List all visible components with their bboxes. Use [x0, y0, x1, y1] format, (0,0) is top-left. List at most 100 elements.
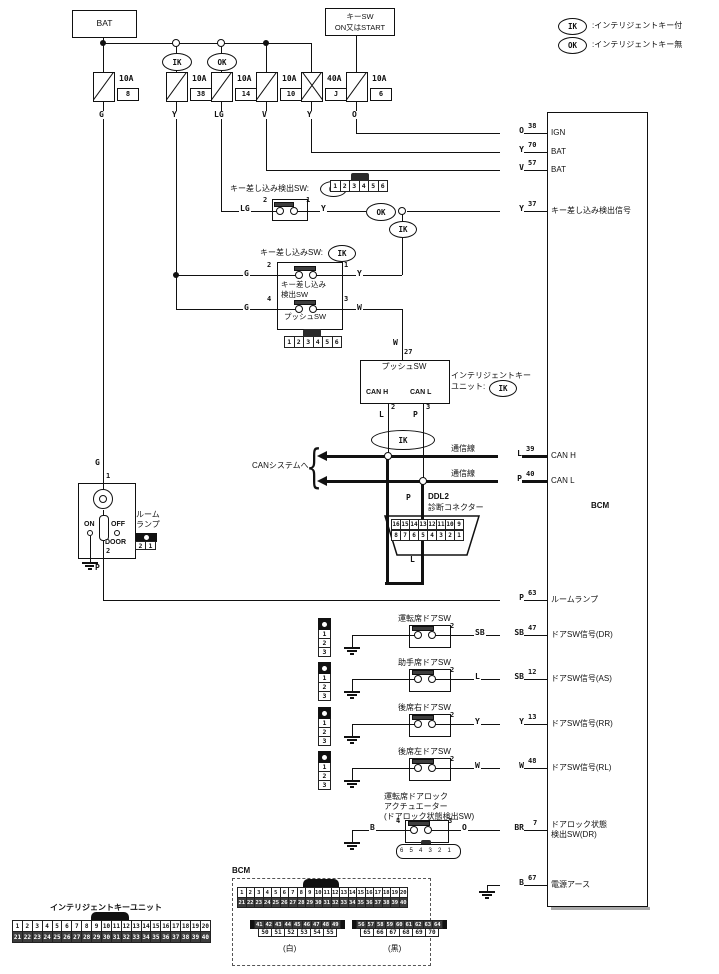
- wire-segment: [103, 539, 105, 557]
- battery-label: BAT: [96, 18, 113, 28]
- ik-tag: IK: [558, 18, 587, 35]
- junction-dot: [263, 40, 269, 46]
- lamp-element: [99, 515, 109, 541]
- wire-segment: [176, 100, 178, 309]
- fuse-icon: [93, 72, 115, 102]
- pin-signal: CAN H: [551, 451, 576, 460]
- bcm-name: BCM: [591, 501, 610, 510]
- fuse-icon: [166, 72, 188, 102]
- ok-tag: OK: [366, 203, 396, 221]
- switch-name: 検出SW: [281, 290, 309, 299]
- comm-line-label: 通信線: [451, 444, 475, 454]
- wire-color: Y: [500, 205, 524, 213]
- actuator-title: アクチュエーター: [384, 802, 448, 811]
- pin-signal: ドアSW信号(RL): [551, 763, 612, 772]
- pin-signal: ドアSW信号(DR): [551, 630, 613, 639]
- unit-side-label: インテリジェントキー: [451, 371, 531, 380]
- wire-color: SB: [500, 673, 524, 681]
- wire-color: Y: [356, 269, 363, 278]
- switch-bar: [408, 821, 430, 826]
- wire-color: L: [498, 450, 522, 458]
- fuse-number: 14: [235, 88, 257, 101]
- wire-segment: [386, 456, 389, 584]
- wire-segment: [103, 36, 105, 72]
- pin-number: 4: [267, 295, 272, 303]
- on-label: ON: [84, 521, 95, 528]
- arrow-left-icon: [317, 451, 327, 461]
- wire-segment: [311, 43, 313, 72]
- door-sw-title: 運転席ドアSW: [398, 614, 451, 623]
- connector-face: [135, 533, 157, 542]
- wire-color: L: [474, 672, 481, 681]
- ground-icon: [344, 780, 360, 789]
- room-lamp-name: ルーム: [136, 510, 160, 519]
- wire-color: P: [94, 563, 101, 572]
- iku-connector-label: インテリジェントキーユニット: [50, 903, 162, 912]
- wire-color: Y: [500, 718, 524, 726]
- legend-ik-text: :インテリジェントキー付: [592, 21, 683, 30]
- ground-icon: [344, 736, 360, 745]
- switch-contact: [428, 764, 436, 772]
- pin-number: 67: [528, 874, 537, 882]
- wire-segment: [352, 635, 354, 647]
- switch-name: プッシュSW: [284, 312, 327, 321]
- can-l-line: [326, 480, 547, 483]
- door-label: DOOR: [105, 539, 126, 548]
- fuse-rating: 10A: [281, 74, 298, 83]
- pin-number: 48: [528, 757, 537, 765]
- fuse-rating: 10A: [371, 74, 388, 83]
- pin-number: 1: [306, 196, 311, 204]
- fuse-rating: 10A: [191, 74, 208, 83]
- wire-segment: [352, 768, 354, 780]
- wire-color: G: [243, 303, 250, 312]
- bulb-inner: [99, 495, 107, 503]
- wire-color: W: [500, 762, 524, 770]
- wire-color: LG: [239, 204, 251, 213]
- pin-signal: ドアロック状態 検出SW(DR): [551, 820, 607, 839]
- bcm-shadow: [551, 906, 650, 910]
- pin-number: 2: [450, 711, 455, 719]
- wire-segment: [352, 679, 354, 691]
- wire-segment: [430, 830, 547, 832]
- switch-bar: [412, 715, 434, 720]
- junction-ring: [398, 207, 406, 215]
- wire-color: P: [500, 594, 524, 602]
- room-lamp-box: [78, 483, 136, 559]
- wire-segment: [103, 510, 105, 516]
- unit-name: プッシュSW: [381, 362, 427, 371]
- ddl2-name: 診断コネクター: [428, 503, 484, 512]
- connector-latch: [303, 879, 339, 887]
- pin-signal: ルームランプ: [551, 595, 599, 604]
- ok-tag: OK: [207, 53, 237, 71]
- junction-dot: [100, 40, 106, 46]
- fuse-icon: [346, 72, 368, 102]
- switch-contact: [428, 675, 436, 683]
- wire-color: P: [412, 410, 419, 419]
- wire-segment: [352, 724, 354, 736]
- wire-color: O: [461, 823, 468, 832]
- pin-signal: 電源アース: [551, 880, 591, 889]
- junction-ring: [172, 39, 180, 47]
- actuator-title: 運転席ドアロック: [384, 792, 448, 801]
- unit-side-label: ユニット:: [451, 382, 486, 391]
- switch-contact: [114, 530, 120, 536]
- wire-segment: [433, 679, 547, 681]
- black-label: (黒): [388, 944, 402, 953]
- pin-number: 1: [344, 261, 349, 269]
- switch-contact: [414, 764, 422, 772]
- wire-segment: [356, 36, 358, 72]
- wire-segment: [402, 309, 404, 360]
- wire-segment: [433, 635, 547, 637]
- wire-segment: [407, 211, 547, 213]
- wire-segment: [176, 43, 178, 53]
- wire-color: V: [261, 110, 268, 119]
- wire-color: G: [98, 110, 105, 119]
